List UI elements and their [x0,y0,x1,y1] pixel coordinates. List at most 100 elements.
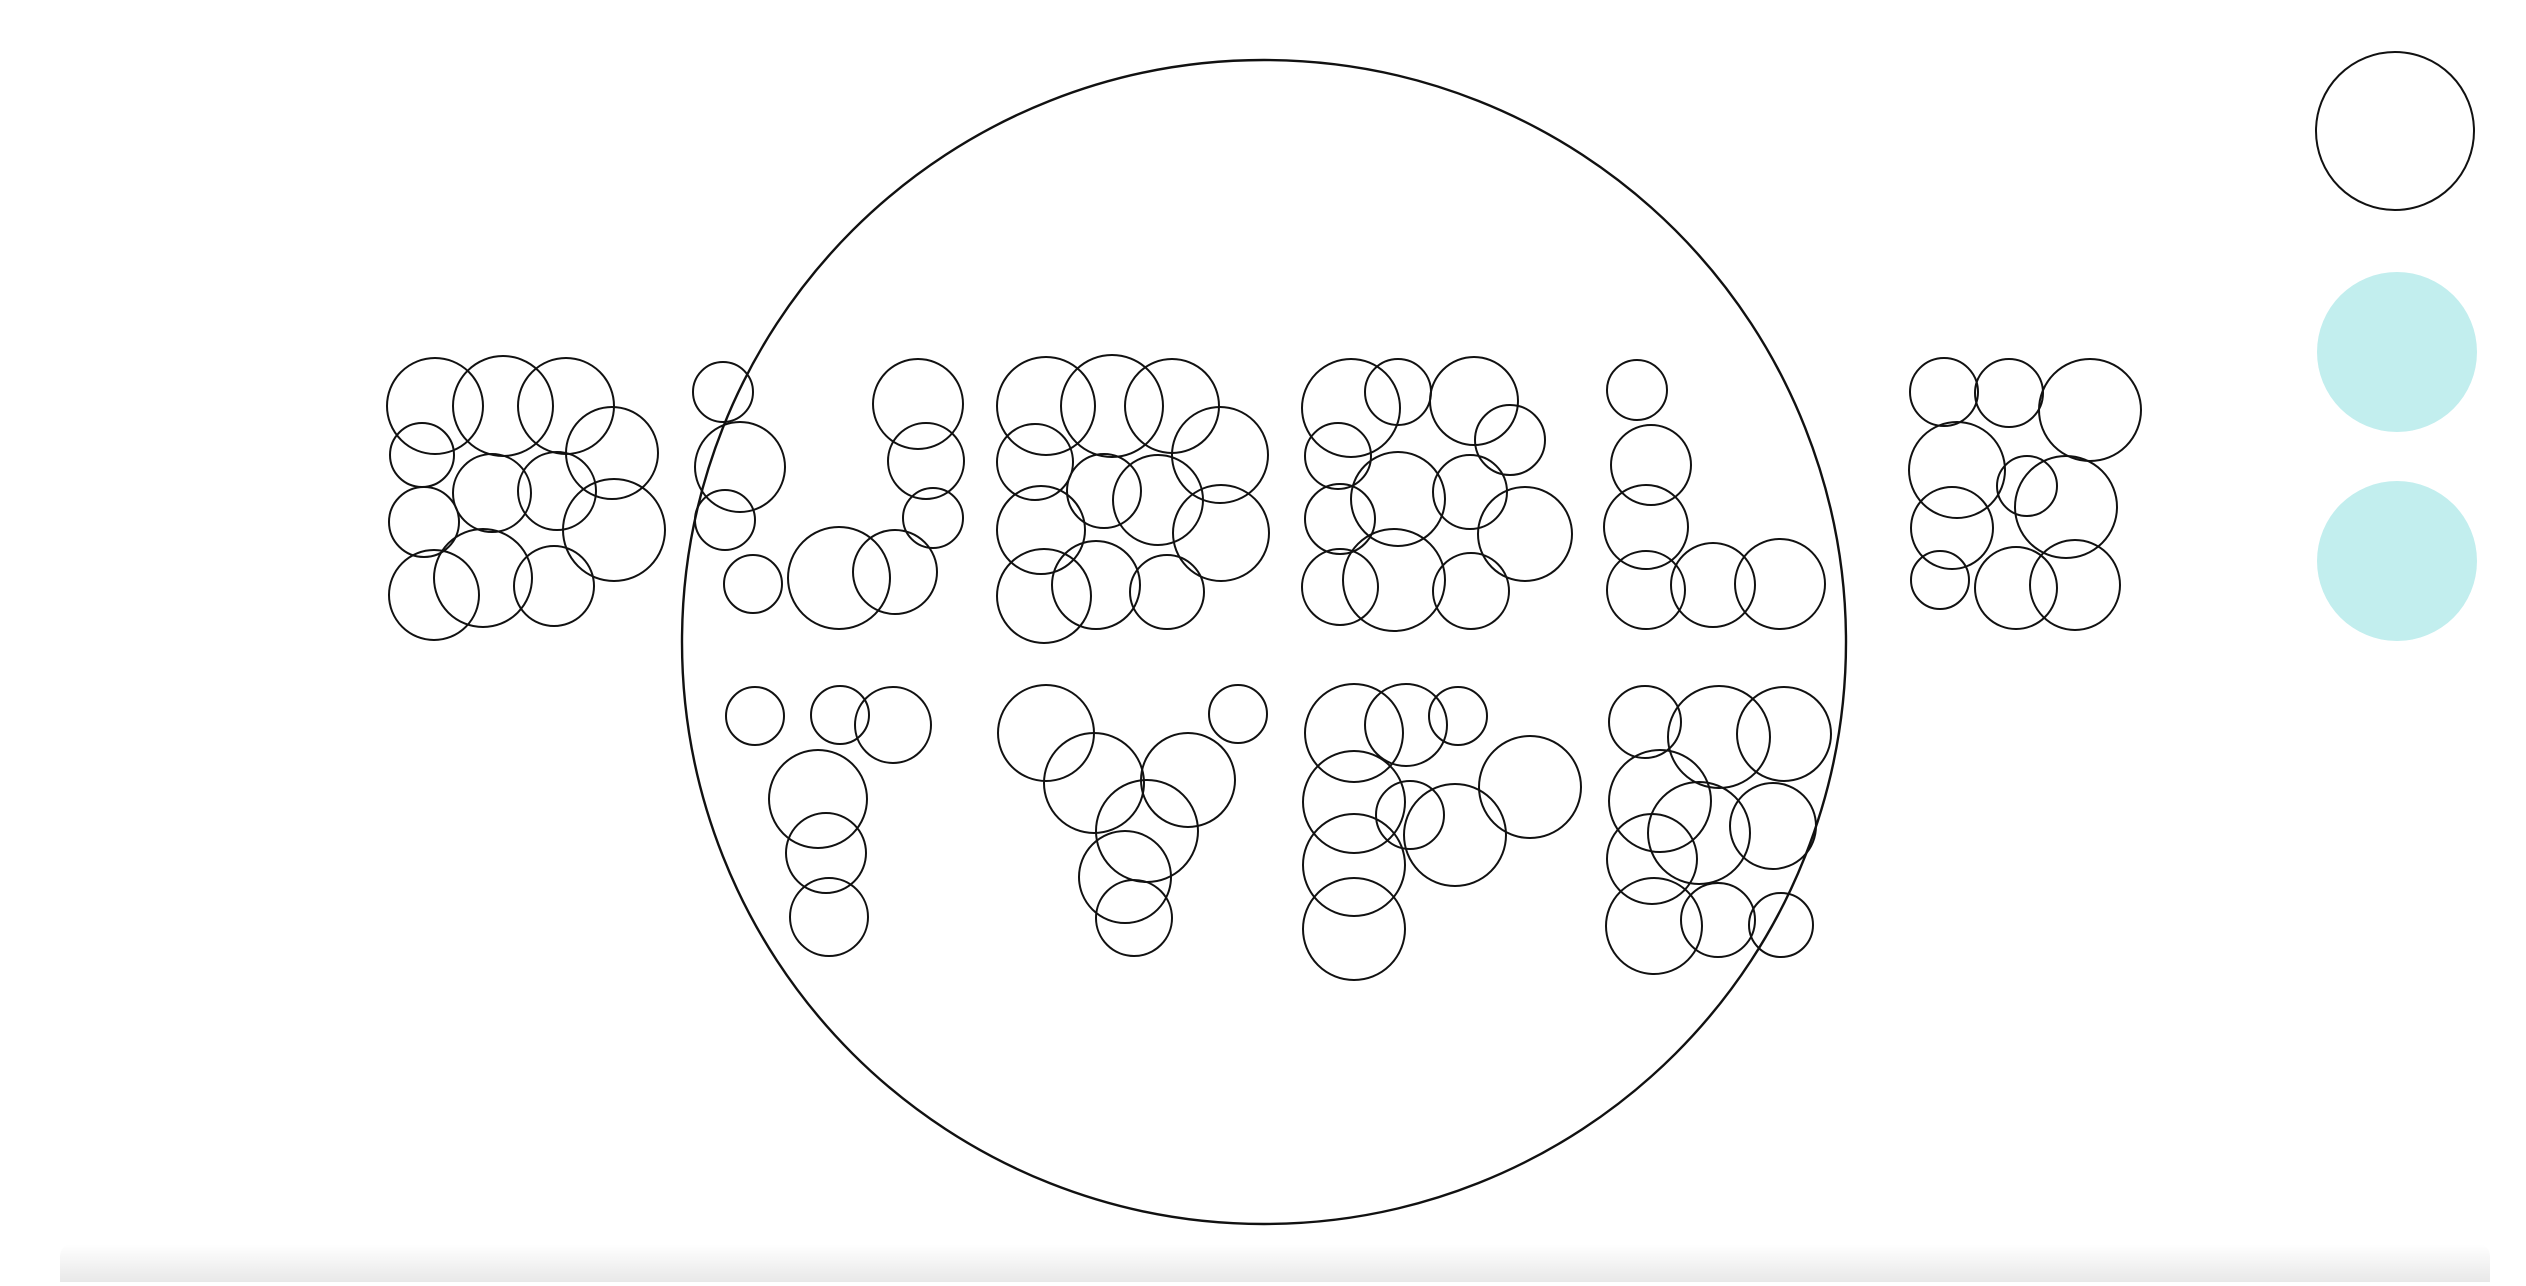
bubble-circle [996,485,1086,575]
bubble-circle [852,529,938,615]
bubble-circle [725,686,785,746]
bubble-circle [902,487,964,549]
bubble-circle [1302,813,1406,917]
bubble-circle [452,453,532,533]
bubble-circle [433,528,533,628]
swatch-outline-circle[interactable] [2315,51,2475,211]
bubble-circle [1606,359,1668,421]
bubble-circle [723,554,783,614]
bubble-circle [1974,358,2044,428]
bubble-circle [1060,354,1164,458]
bubble-circle [1432,454,1508,530]
bubble-circle [854,686,932,764]
bubble-circle [1304,483,1376,555]
bubble-circle [1606,550,1686,630]
bubble-circle [1910,486,1994,570]
bubble-circle [1171,406,1269,504]
bubble-circle [388,549,480,641]
bubble-circle [1608,685,1682,759]
bubble-circle [517,451,597,531]
bubble-circle [1302,750,1406,854]
bubble-circle [1095,879,1173,957]
swatch-aqua-circle-1[interactable] [2317,272,2477,432]
bubble-circle [1477,486,1573,582]
letter-T-bubbles [725,685,932,957]
bubble-circle [1667,685,1771,789]
bubble-circle [1670,542,1756,628]
bubble-circle [1729,782,1817,870]
bubble-circle [887,422,965,500]
bubble-circle [1124,358,1220,454]
letter-P-bubbles [1302,683,1582,981]
bubble-circle [1302,877,1406,981]
bubble-circle [1734,538,1826,630]
bubble-circle [1051,540,1141,630]
bubble-circle [1474,404,1546,476]
bubble-circle [1301,358,1401,458]
bubble-circle [1342,528,1446,632]
letter-B3-bubbles [1301,356,1573,632]
bubble-circle [1304,683,1404,783]
bubble-circle [872,358,964,450]
bubble-circle [513,545,595,627]
large-ring [680,58,1848,1226]
bubble-circle [2038,358,2142,462]
bubble-circle [1095,779,1199,883]
bubble-circle [2014,455,2118,559]
bubble-circle [1304,422,1372,490]
bubble-circle [1403,783,1507,887]
bubble-circle [1208,684,1268,744]
bubble-circle [1605,877,1703,975]
bubble-circle [1172,484,1270,582]
bubble-circle [1610,424,1692,506]
bubble-circle [452,355,554,457]
bubble-circle [1364,683,1448,767]
bubble-circle [1301,548,1379,626]
bubble-circle [2029,539,2121,631]
bubble-circle [1375,780,1445,850]
bubble-circle [1078,830,1172,924]
bubble-circle [996,423,1074,501]
bubble-circle [1428,686,1488,746]
bubble-circle [768,749,868,849]
bubble-circle [1606,813,1698,905]
bubble-circle [1909,357,1979,427]
bubble-circle [1608,749,1712,853]
bubble-circle [1908,421,2006,519]
bubble-circle [1350,451,1446,547]
bubble-circle [996,356,1096,456]
bubble-circle [1996,455,2058,517]
bubble-circle [1736,686,1832,782]
bubble-circle [1478,735,1582,839]
bubble-circle [1432,552,1510,630]
letter-Y-bubbles [997,684,1268,957]
bubble-circle [1112,454,1204,546]
bubble-circle [1043,732,1145,834]
bubble-circle [1129,554,1205,630]
bubble-circle [692,361,754,423]
letter-B-bubbles [386,355,666,641]
swatch-aqua-circle-2[interactable] [2317,481,2477,641]
bubble-circle [1647,781,1751,885]
letter-E2-bubbles [1605,685,1832,975]
letter-U-bubbles [692,358,965,630]
bubble-circle [562,478,666,582]
bubble-circle [1974,546,2058,630]
bubble-circle [789,877,869,957]
bubble-circle [388,486,460,558]
bubble-circle [517,357,615,455]
bubble-circle [694,489,756,551]
bubble-circle [810,685,870,745]
bubble-circle [1429,356,1519,446]
bubble-circle [1680,882,1756,958]
letter-L-bubbles [1603,359,1826,630]
bubble-circle [386,357,484,455]
bubble-circle [1910,550,1970,610]
bubble-circle [785,812,867,894]
bubble-circle [996,548,1092,644]
bubble-circle [389,422,455,488]
bubble-circle [1748,892,1814,958]
bottom-panel-edge [60,1244,2490,1282]
